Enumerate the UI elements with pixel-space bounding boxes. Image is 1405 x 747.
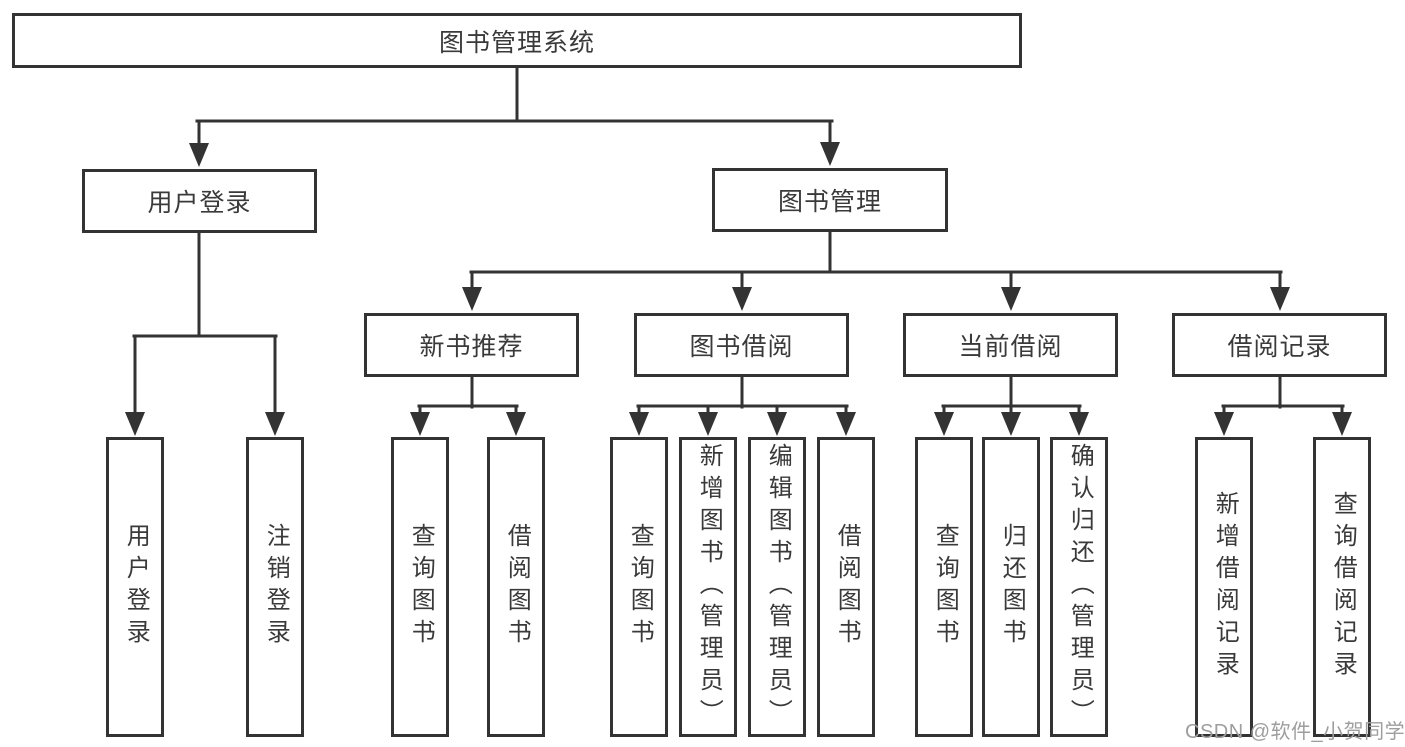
arrow-down-icon: [629, 412, 649, 436]
leaf-query-books-recommend: 查询图书: [391, 437, 449, 737]
leaf-logout-login: 注销登录: [246, 437, 304, 737]
leaf-label: 查询图书: [931, 523, 959, 651]
leaf-label: 新增借阅记录: [1211, 491, 1239, 683]
arrow-down-icon: [767, 412, 787, 436]
node-new-book-recommendation: 新书推荐: [364, 313, 579, 377]
leaf-add-books-admin: 新增图书（管理员）: [679, 437, 737, 737]
leaf-query-books-current: 查询图书: [915, 437, 973, 737]
leaf-query-borrow-record: 查询借阅记录: [1313, 437, 1371, 737]
leaf-borrow-books-recommend: 借阅图书: [487, 437, 545, 737]
leaf-user-login: 用户登录: [106, 437, 164, 737]
arrow-down-icon: [265, 412, 285, 436]
leaf-edit-books-admin: 编辑图书（管理员）: [748, 437, 806, 737]
arrow-down-icon: [1069, 412, 1089, 436]
arrow-down-icon: [1270, 287, 1290, 311]
leaf-label: 新增图书（管理员）: [695, 443, 723, 731]
leaf-label: 归还图书: [998, 523, 1026, 651]
arrow-down-icon: [462, 287, 482, 311]
leaf-label: 借阅图书: [503, 523, 531, 651]
leaf-label: 借阅图书: [833, 523, 861, 651]
leaf-label: 确认归还（管理员）: [1066, 443, 1094, 731]
arrow-down-icon: [836, 412, 856, 436]
node-book-management: 图书管理: [712, 168, 948, 232]
arrow-down-icon: [189, 143, 209, 167]
leaf-label: 编辑图书（管理员）: [764, 443, 792, 731]
connector-path: [132, 66, 1345, 416]
node-current-borrowing: 当前借阅: [903, 313, 1118, 377]
arrow-down-icon: [820, 142, 840, 166]
arrow-down-icon: [1001, 287, 1021, 311]
arrow-down-icon: [506, 412, 526, 436]
leaf-confirm-return-admin: 确认归还（管理员）: [1050, 437, 1108, 737]
leaf-label: 查询图书: [407, 523, 435, 651]
leaf-borrow-books-borrowing: 借阅图书: [817, 437, 875, 737]
arrow-down-icon: [1214, 412, 1234, 436]
arrow-down-icon: [698, 412, 718, 436]
arrow-down-icon: [410, 412, 430, 436]
node-library-system: 图书管理系统: [12, 13, 1022, 68]
leaf-label: 查询借阅记录: [1329, 491, 1357, 683]
csdn-watermark: CSDN @软件_小贺同学: [1185, 721, 1405, 743]
arrow-down-icon: [732, 287, 752, 311]
arrow-down-icon: [1332, 412, 1352, 436]
arrow-down-icon: [934, 412, 954, 436]
node-user-login: 用户登录: [82, 169, 317, 233]
node-book-borrowing: 图书借阅: [634, 313, 849, 377]
node-borrowing-records: 借阅记录: [1172, 313, 1387, 377]
arrow-down-icon: [1001, 412, 1021, 436]
leaf-label: 注销登录: [262, 523, 290, 651]
leaf-query-books-borrowing: 查询图书: [610, 437, 668, 737]
leaf-return-books: 归还图书: [982, 437, 1040, 737]
leaf-label: 用户登录: [122, 523, 150, 651]
arrow-down-icon: [125, 412, 145, 436]
leaf-add-borrow-record: 新增借阅记录: [1195, 437, 1253, 737]
leaf-label: 查询图书: [626, 523, 654, 651]
